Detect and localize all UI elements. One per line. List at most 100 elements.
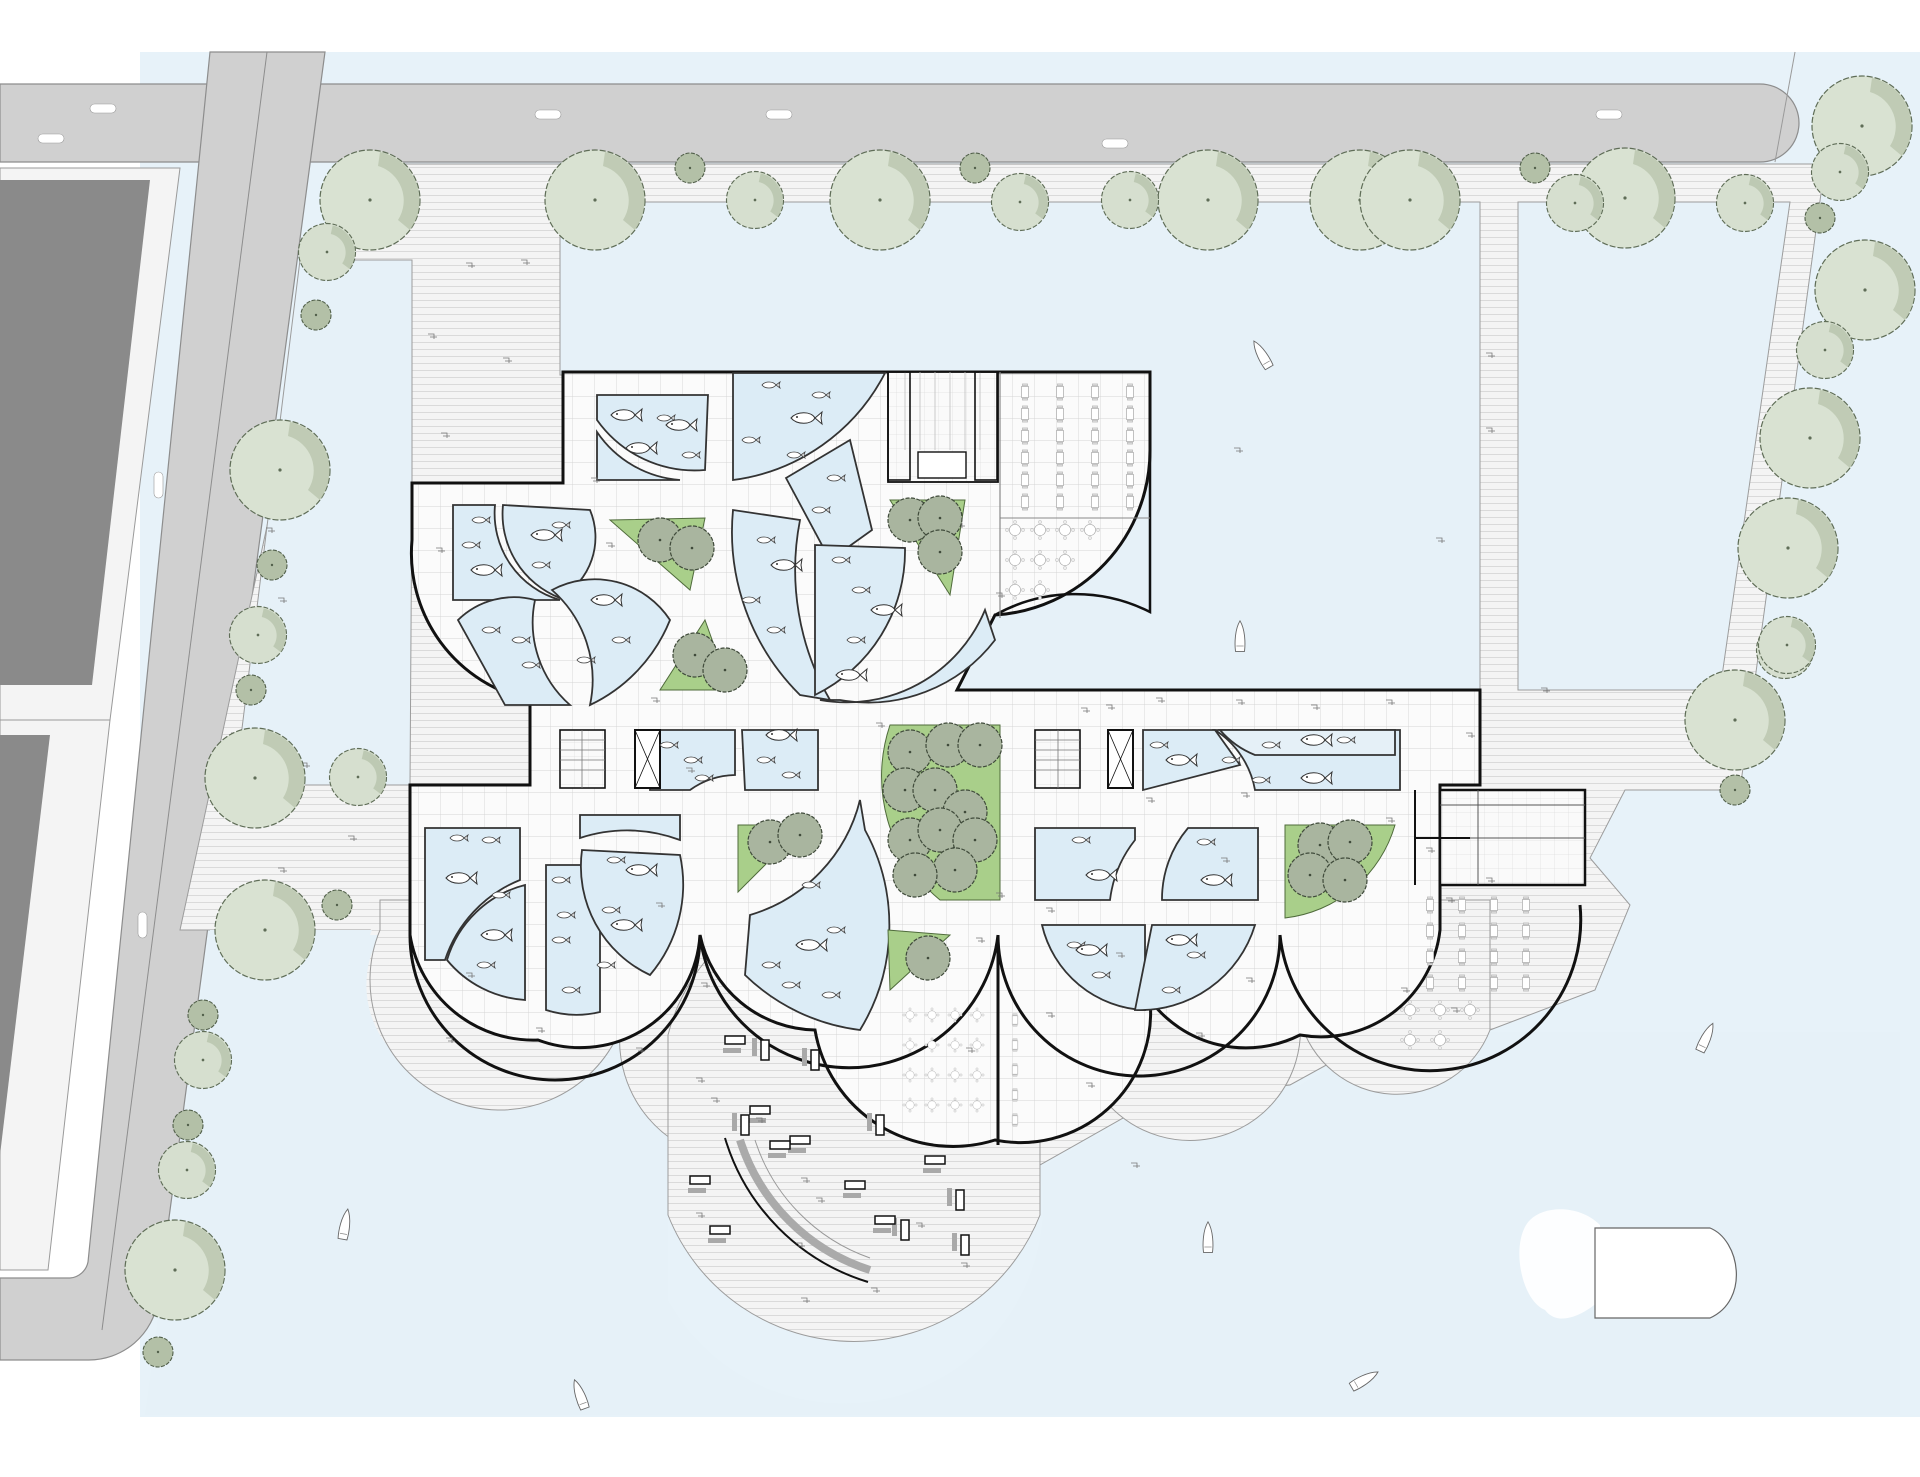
table-set-icon (1056, 449, 1064, 467)
tree-canopy-icon (1100, 170, 1160, 230)
stair-icon (559, 729, 606, 789)
table-set-icon (1522, 974, 1530, 992)
tree-canopy-icon (328, 747, 388, 807)
tree-canopy-icon (214, 879, 316, 981)
tree-canopy-icon (892, 852, 938, 898)
tree-canopy-icon (725, 170, 785, 230)
table-set-icon (1126, 493, 1134, 511)
pool-n3 (732, 372, 887, 482)
table-set-icon (1091, 449, 1099, 467)
table-set-icon (1458, 974, 1466, 992)
table-set-icon (1490, 974, 1498, 992)
bench-icon (952, 1233, 970, 1256)
table-set-icon (1011, 1088, 1019, 1102)
table-set-icon (1126, 471, 1134, 489)
table-set-icon (1126, 405, 1134, 423)
pool-sw2 (446, 883, 526, 1001)
table-set-icon (1126, 383, 1134, 401)
table-set-icon (1011, 1113, 1019, 1127)
table-set-icon (1021, 449, 1029, 467)
tree-canopy-icon (235, 674, 267, 706)
tree-canopy-icon (1719, 774, 1751, 806)
bench-icon (923, 1155, 946, 1173)
table-set-icon (1091, 405, 1099, 423)
pool-c1 (731, 508, 832, 702)
bench-icon (748, 1105, 771, 1123)
table-set-icon (1522, 948, 1530, 966)
pavilion-walls (408, 904, 1583, 1145)
tree-canopy-icon (1359, 149, 1461, 251)
table-set-icon (1458, 922, 1466, 940)
tree-canopy-icon (1322, 857, 1368, 903)
tree-canopy-icon (256, 549, 288, 581)
pool-w3 (456, 596, 573, 706)
tree-canopy-icon (1684, 669, 1786, 771)
tree-canopy-icon (957, 722, 1003, 768)
tree-canopy-icon (173, 1030, 233, 1090)
tree-canopy-icon (124, 1219, 226, 1321)
bench-icon (788, 1135, 811, 1153)
pool-s1 (744, 799, 891, 1031)
table-set-icon (1021, 427, 1029, 445)
bench-icon (873, 1215, 896, 1233)
tree-canopy-icon (142, 1336, 174, 1368)
bench-icon (732, 1113, 750, 1136)
tree-canopy-icon (905, 935, 951, 981)
tree-canopy-icon (300, 299, 332, 331)
table-set-icon (1426, 922, 1434, 940)
tree-canopy-icon (669, 525, 715, 571)
tree-canopy-icon (1795, 320, 1855, 380)
table-set-icon (1522, 922, 1530, 940)
tree-canopy-icon (187, 999, 219, 1031)
tree-canopy-icon (172, 1109, 204, 1141)
bench-icon (843, 1180, 866, 1198)
pool-c2 (814, 544, 906, 697)
table-set-icon (1426, 948, 1434, 966)
table-set-icon (1126, 427, 1134, 445)
table-set-icon (1091, 427, 1099, 445)
stair-icon (1034, 729, 1081, 789)
tree-canopy-icon (1519, 152, 1551, 184)
tree-canopy-icon (1804, 202, 1836, 234)
pool-n4 (784, 438, 874, 562)
table-set-icon (1426, 896, 1434, 914)
bench-icon (752, 1038, 770, 1061)
ferry-dock (1519, 1209, 1737, 1319)
table-set-icon (1056, 493, 1064, 511)
table-set-icon (1490, 948, 1498, 966)
pool-s2 (1034, 827, 1136, 901)
table-set-icon (1458, 896, 1466, 914)
tree-canopy-icon (1757, 615, 1817, 675)
tree-canopy-icon (228, 605, 288, 665)
road-markings (37, 103, 1623, 939)
table-set-icon (1021, 383, 1029, 401)
table-set-icon (1056, 405, 1064, 423)
table-set-icon (1458, 948, 1466, 966)
bench-icon (867, 1113, 885, 1136)
table-set-icon (1126, 449, 1134, 467)
tree-canopy-icon (990, 172, 1050, 232)
building-block-upper (0, 180, 150, 685)
tree-canopy-icon (777, 812, 823, 858)
table-set-icon (1426, 974, 1434, 992)
bench-icon (688, 1035, 970, 1256)
tree-canopy-icon (932, 847, 978, 893)
tree-canopy-icon (1327, 819, 1373, 865)
table-set-icon (1490, 922, 1498, 940)
building-block-lower (0, 735, 50, 1155)
tree-canopy-icon (887, 729, 933, 775)
table-set-icon (1091, 493, 1099, 511)
pool-w1 (452, 504, 561, 601)
tree-canopy-icon (1545, 173, 1605, 233)
table-set-icon (1021, 493, 1029, 511)
tree-canopy-icon (1810, 142, 1870, 202)
tree-canopy-icon (229, 419, 331, 521)
table-set-icon (1011, 1013, 1019, 1027)
table-set-icon (1056, 471, 1064, 489)
table-set-icon (1056, 427, 1064, 445)
tree-canopy-icon (1157, 149, 1259, 251)
stair-cores (559, 371, 1134, 789)
tree-canopy-icon (829, 149, 931, 251)
pool-sw5 (579, 849, 685, 977)
